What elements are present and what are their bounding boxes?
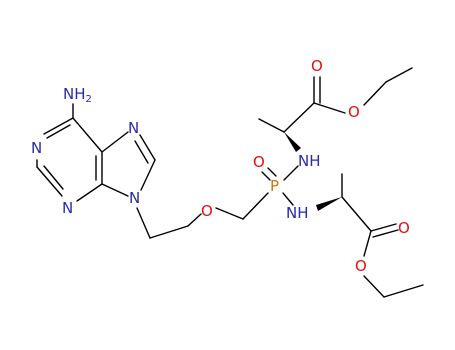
purine-n3-label: N xyxy=(62,199,73,217)
bond-o-ch2p xyxy=(215,207,244,220)
bond-n9-c4 xyxy=(101,183,129,197)
phosphorus-label: P xyxy=(270,177,279,195)
purine-n9-label: N xyxy=(129,189,140,207)
ether-oxygen-label: O xyxy=(201,202,213,220)
bond-lower-c-o-double-b xyxy=(372,229,399,238)
bond-lower-c-o-ester xyxy=(363,230,372,257)
bond-lines xyxy=(36,67,424,298)
phosphoryl-oxygen-label: O xyxy=(253,153,265,171)
upper-stereo-wedge xyxy=(284,132,301,152)
bond-lower-ethyl-ch3 xyxy=(383,284,424,298)
bond-p-lower-nh xyxy=(282,192,294,206)
amine-nh2-label: NH2 xyxy=(63,85,92,105)
lower-nh-label: NH xyxy=(286,204,309,222)
bond-n7-c8-double xyxy=(134,140,149,164)
bond-c6-n1 xyxy=(43,117,74,135)
upper-carbonyl-oxygen-label: O xyxy=(311,57,323,75)
bond-c5-c6 xyxy=(72,117,103,153)
purine-n7-label: N xyxy=(128,119,139,137)
purine-n1-label: N xyxy=(31,139,42,157)
lower-carbonyl-oxygen-label: O xyxy=(398,219,410,237)
bond-ch2-o xyxy=(187,213,202,227)
bond-upper-ethyl-ch3 xyxy=(385,67,413,83)
lower-ester-oxygen-label: O xyxy=(355,257,367,275)
bond-n9-ch2 xyxy=(136,207,151,239)
bond-c2-n3-double xyxy=(43,165,64,190)
bond-lower-o-ethyl xyxy=(363,275,385,298)
bond-upper-ca-methyl xyxy=(258,118,285,133)
bond-p-upper-nh xyxy=(283,165,299,181)
bond-lower-c-o-double-a xyxy=(370,223,397,232)
bond-c5-n7 xyxy=(101,131,129,153)
lower-stereo-wedge xyxy=(316,197,342,211)
bond-upper-o-ethyl xyxy=(363,81,387,106)
bond-ch2-ch2 xyxy=(149,225,189,239)
upper-ester-oxygen-label: O xyxy=(348,103,360,121)
bond-c8-n9 xyxy=(140,159,156,191)
bond-p-o-double-a xyxy=(261,171,271,181)
upper-nh-label: NH xyxy=(298,152,321,170)
bond-upper-ca-c xyxy=(283,102,315,133)
bond-c6-n1-double xyxy=(46,124,71,139)
bond-n7-c8 xyxy=(139,134,156,161)
bond-ch2-p xyxy=(242,192,269,220)
bond-n3-c4 xyxy=(76,183,103,202)
bond-c2-n3 xyxy=(36,166,63,197)
bond-p-o-double-b xyxy=(267,167,277,177)
bond-lower-ca-c xyxy=(341,196,372,232)
bond-upper-c-o-ester xyxy=(313,102,346,114)
